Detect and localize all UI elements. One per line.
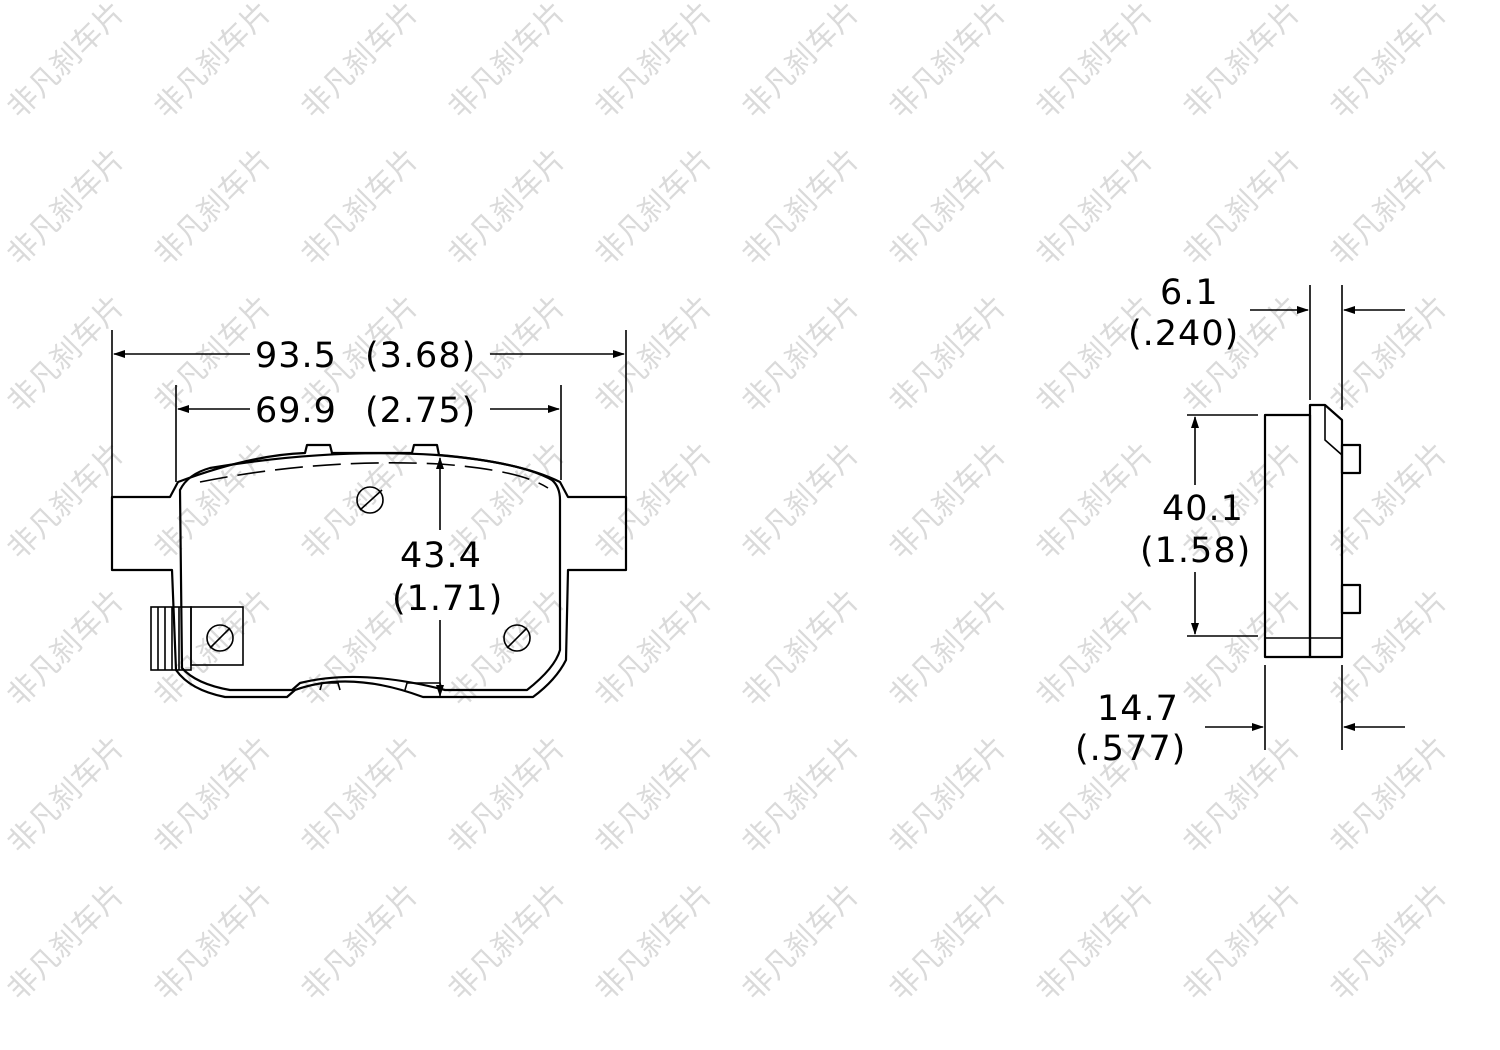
watermark-text: 非凡刹车片 bbox=[1177, 142, 1308, 273]
overall-width-inch: (3.68) bbox=[365, 336, 476, 376]
height-mm: 43.4 bbox=[400, 536, 482, 576]
watermark-text: 非凡刹车片 bbox=[589, 730, 720, 861]
side-plate-chamfer-line bbox=[1324, 405, 1343, 456]
watermark-text: 非凡刹车片 bbox=[295, 877, 426, 1008]
hole-top bbox=[356, 486, 384, 514]
side-backing-plate bbox=[1308, 403, 1344, 659]
plate-thickness-mm: 6.1 bbox=[1160, 273, 1219, 313]
watermark-text: 非凡刹车片 bbox=[1324, 142, 1455, 273]
watermark-text: 非凡刹车片 bbox=[883, 730, 1014, 861]
watermark-text: 非凡刹车片 bbox=[148, 730, 279, 861]
watermark-text: 非凡刹车片 bbox=[736, 289, 867, 420]
watermark-text: 非凡刹车片 bbox=[148, 877, 279, 1008]
watermark-text: 非凡刹车片 bbox=[1030, 0, 1161, 126]
watermark-text: 非凡刹车片 bbox=[883, 877, 1014, 1008]
friction-dashed-line bbox=[199, 462, 549, 489]
watermark-text: 非凡刹车片 bbox=[589, 583, 720, 714]
front-view: 93.5 (3.68) 69.9 (2.75) 43.4 (1.71) bbox=[110, 330, 628, 699]
backing-plate-outline bbox=[110, 443, 628, 699]
watermark-text: 非凡刹车片 bbox=[736, 730, 867, 861]
wear-indicator-clip bbox=[150, 606, 244, 671]
inner-width-mm: 69.9 bbox=[255, 391, 337, 431]
watermark-text: 非凡刹车片 bbox=[736, 0, 867, 126]
watermark-text: 非凡刹车片 bbox=[1324, 730, 1455, 861]
watermark-text: 非凡刹车片 bbox=[589, 142, 720, 273]
watermark-text: 非凡刹车片 bbox=[883, 436, 1014, 567]
watermark-text: 非凡刹车片 bbox=[442, 877, 573, 1008]
watermark-text: 非凡刹车片 bbox=[1324, 877, 1455, 1008]
watermark-text: 非凡刹车片 bbox=[883, 142, 1014, 273]
watermark-text: 非凡刹车片 bbox=[148, 0, 279, 126]
inner-width-inch: (2.75) bbox=[365, 391, 476, 431]
watermark-text: 非凡刹车片 bbox=[148, 142, 279, 273]
watermark-text: 非凡刹车片 bbox=[1324, 583, 1455, 714]
watermark-text: 非凡刹车片 bbox=[148, 436, 279, 567]
friction-height-inch: (1.58) bbox=[1140, 531, 1251, 571]
watermark-text: 非凡刹车片 bbox=[1177, 583, 1308, 714]
watermark-text: 非凡刹车片 bbox=[295, 142, 426, 273]
height-inch: (1.71) bbox=[392, 579, 503, 619]
watermark-text: 非凡刹车片 bbox=[589, 877, 720, 1008]
watermark-text: 非凡刹车片 bbox=[442, 142, 573, 273]
watermark-text: 非凡刹车片 bbox=[442, 0, 573, 126]
watermark-text: 非凡刹车片 bbox=[442, 730, 573, 861]
watermark-text: 非凡刹车片 bbox=[883, 0, 1014, 126]
watermark-text: 非凡刹车片 bbox=[883, 583, 1014, 714]
watermark-text: 非凡刹车片 bbox=[1030, 877, 1161, 1008]
watermark-text: 非凡刹车片 bbox=[1, 0, 132, 126]
watermark-text: 非凡刹车片 bbox=[1, 877, 132, 1008]
watermark-text: 非凡刹车片 bbox=[1324, 289, 1455, 420]
watermark-text: 非凡刹车片 bbox=[1030, 142, 1161, 273]
watermark-text: 非凡刹车片 bbox=[295, 0, 426, 126]
side-view: 6.1 (.240) 40.1 (1.58) 14.7 (.577) bbox=[1075, 273, 1405, 769]
watermark-text: 非凡刹车片 bbox=[736, 877, 867, 1008]
watermark-text: 非凡刹车片 bbox=[736, 583, 867, 714]
watermark-text: 非凡刹车片 bbox=[1324, 0, 1455, 126]
watermark-text: 非凡刹车片 bbox=[589, 0, 720, 126]
watermark-text: 非凡刹车片 bbox=[1, 583, 132, 714]
watermark-text: 非凡刹车片 bbox=[1, 142, 132, 273]
hole-right bbox=[503, 624, 531, 652]
watermark-text: 非凡刹车片 bbox=[589, 436, 720, 567]
watermark-text: 非凡刹车片 bbox=[1177, 0, 1308, 126]
total-thickness-inch: (.577) bbox=[1075, 729, 1186, 769]
friction-height-mm: 40.1 bbox=[1162, 489, 1244, 529]
side-pin-top bbox=[1340, 443, 1362, 475]
watermark-text: 非凡刹车片 bbox=[295, 730, 426, 861]
watermark-text: 非凡刹车片 bbox=[1324, 436, 1455, 567]
side-pin-bottom bbox=[1340, 583, 1362, 615]
watermark-text: 非凡刹车片 bbox=[1177, 877, 1308, 1008]
watermark-text: 非凡刹车片 bbox=[1177, 730, 1308, 861]
overall-width-mm: 93.5 bbox=[255, 336, 337, 376]
watermark-text: 非凡刹车片 bbox=[883, 289, 1014, 420]
friction-outline bbox=[178, 452, 562, 692]
watermark-text: 非凡刹车片 bbox=[736, 142, 867, 273]
plate-thickness-inch: (.240) bbox=[1128, 314, 1239, 354]
watermark-text: 非凡刹车片 bbox=[1, 730, 132, 861]
bottom-notch-left bbox=[319, 682, 341, 691]
watermark-text: 非凡刹车片 bbox=[1030, 289, 1161, 420]
total-thickness-mm: 14.7 bbox=[1097, 689, 1179, 729]
watermark-text: 非凡刹车片 bbox=[736, 436, 867, 567]
